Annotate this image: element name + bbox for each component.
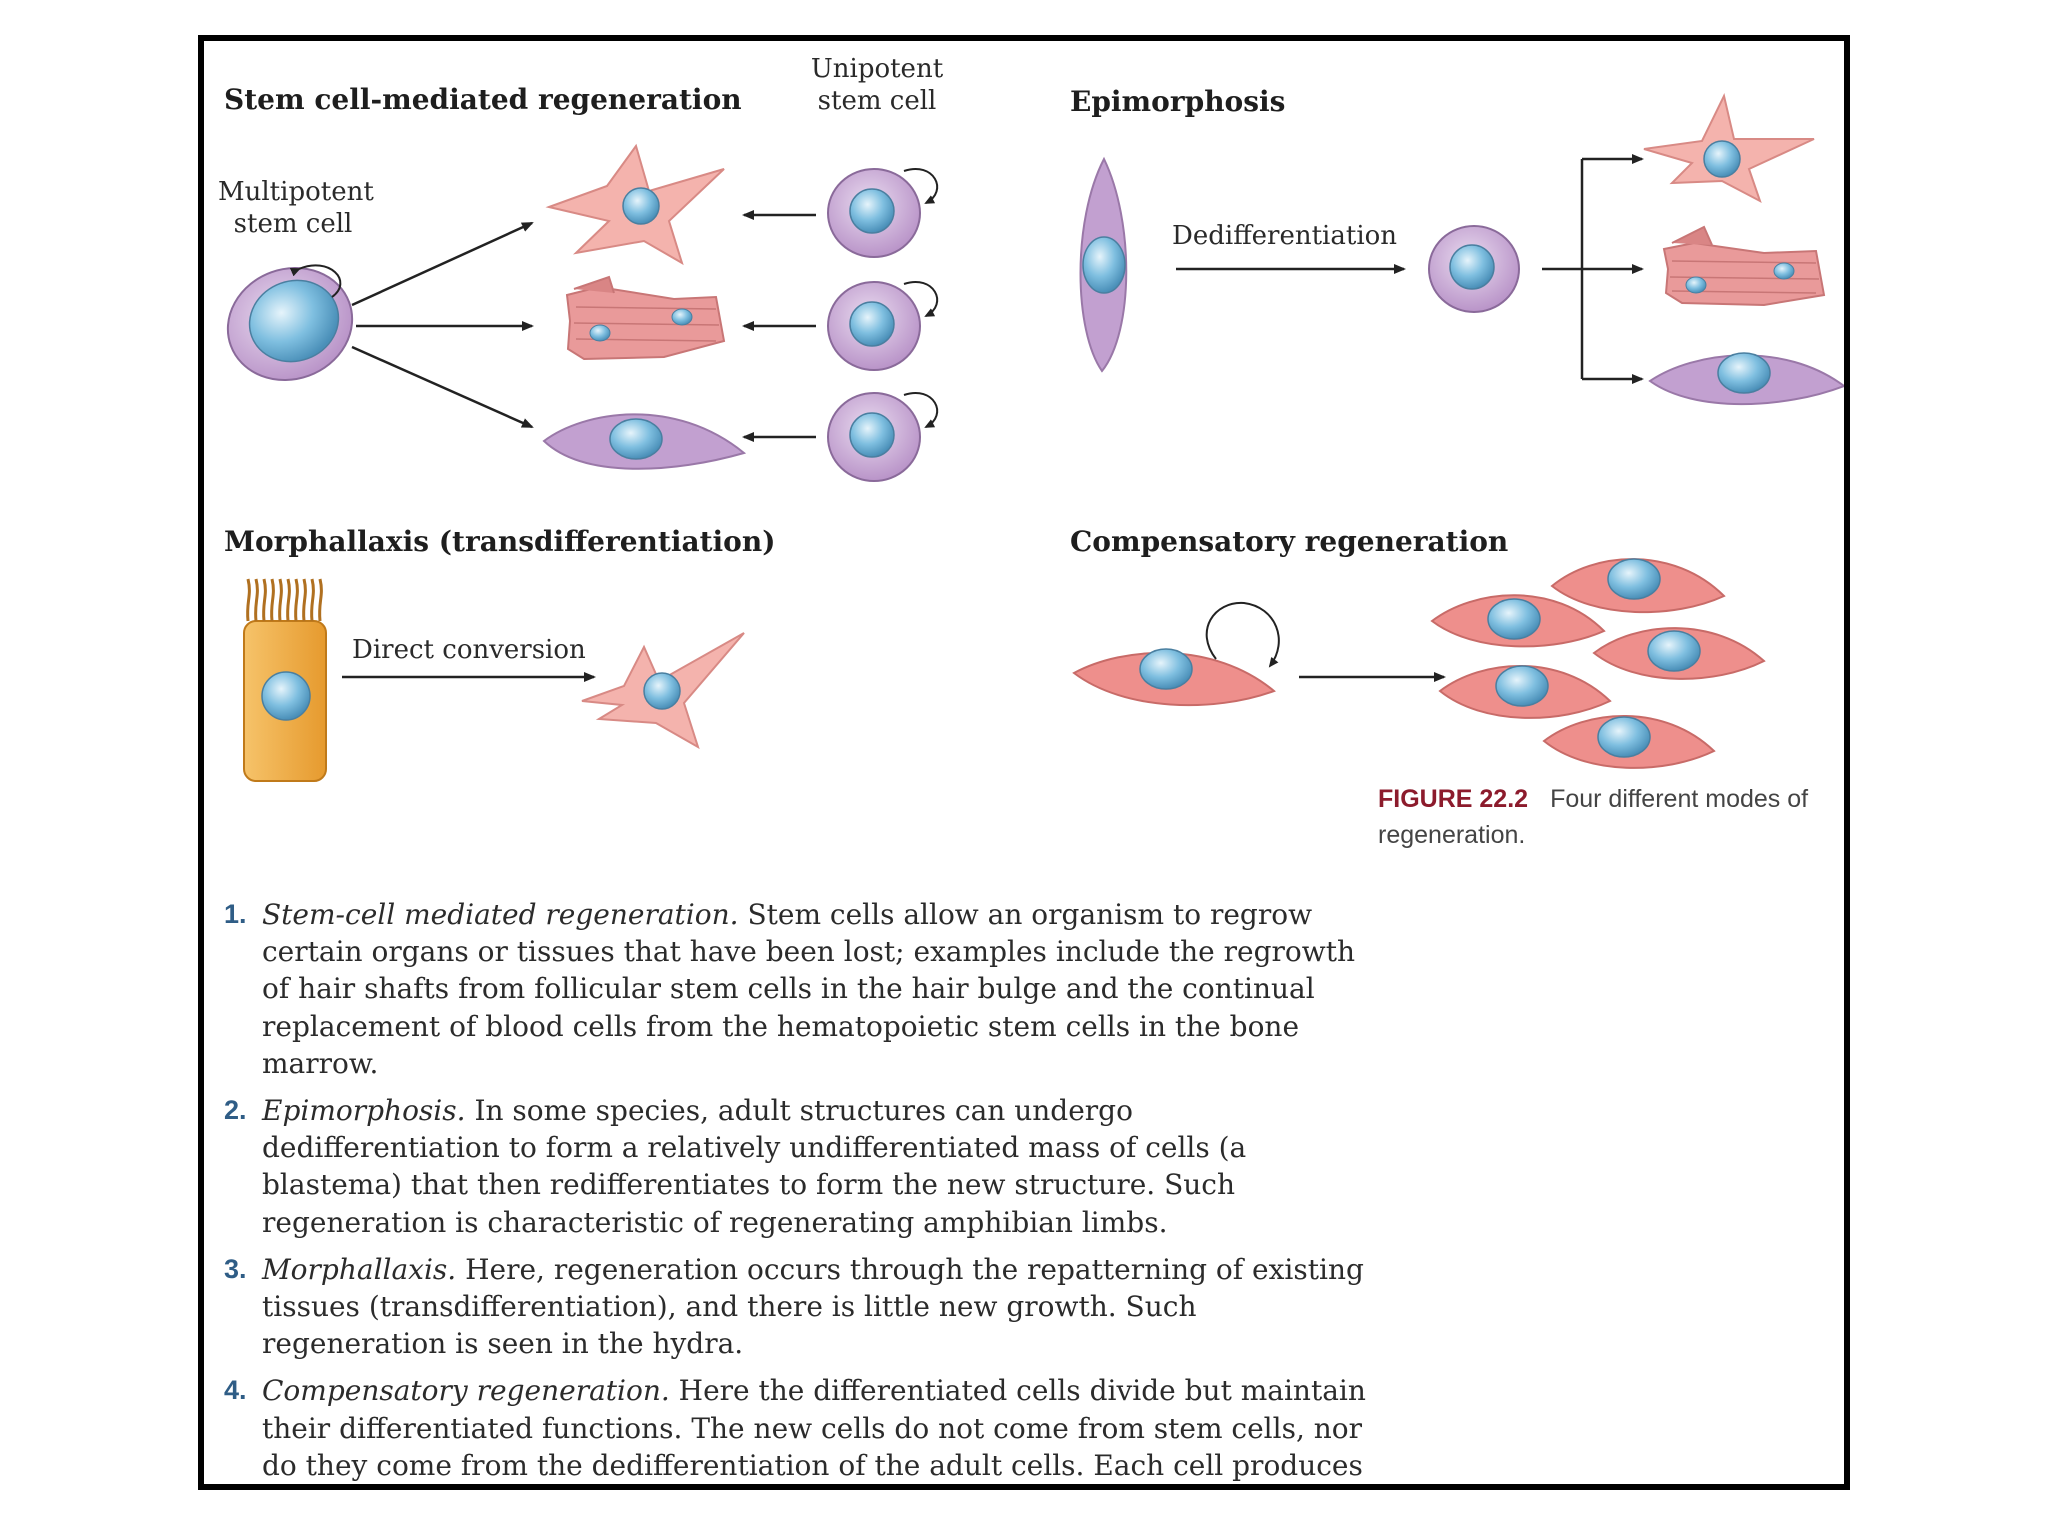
multipotent-stem-cell <box>226 264 354 381</box>
unipotent-return-arrows <box>742 210 816 442</box>
list-item: 4. Compensatory regeneration. Here the d… <box>224 1372 1374 1484</box>
muscle-cell-1 <box>565 275 726 361</box>
item-number: 1. <box>224 899 247 929</box>
unipotent-stem-cell-1 <box>827 168 939 258</box>
neuron-like-cell-2 <box>1643 93 1815 204</box>
liver-cell <box>1592 627 1766 680</box>
stem-cell-panel-title: Stem cell-mediated regeneration <box>224 83 742 116</box>
differentiated-spindle-cell <box>1079 156 1128 373</box>
fibroblast-like-cell-1 <box>542 413 747 470</box>
liver-cell-cluster <box>1430 558 1766 769</box>
item-term: Compensatory regeneration. <box>262 1374 670 1408</box>
stem-differentiation-arrows <box>351 221 534 429</box>
dividing-liver-cell <box>1072 601 1280 707</box>
muscle-cell-2 <box>1662 225 1826 307</box>
item-number: 4. <box>224 1375 247 1406</box>
multipotent-label-line-2: stem cell <box>233 209 353 239</box>
multipotent-label-line-1: Multipotent <box>218 177 374 207</box>
figure-number: FIGURE 22.2 <box>1378 785 1529 813</box>
morphallaxis-panel-title: Morphallaxis (transdifferentiation) <box>224 525 776 558</box>
direct-conversion-label: Direct conversion <box>352 635 586 665</box>
item-number: 2. <box>224 1095 247 1126</box>
unipotent-stem-cell-2 <box>827 281 939 371</box>
unipotent-label-line-2: stem cell <box>817 86 937 116</box>
liver-cell <box>1542 715 1716 769</box>
figure-frame: Stem cell-mediated regeneration Multipot… <box>198 35 1850 1490</box>
regeneration-diagram <box>226 93 1844 782</box>
item-text: Stem cells allow an organism to regrow c… <box>262 898 1356 1080</box>
compensatory-panel-title: Compensatory regeneration <box>1070 525 1509 558</box>
unipotent-label: Unipotent stem cell <box>802 53 952 117</box>
list-item: 1. Stem-cell mediated regeneration. Stem… <box>224 896 1374 1082</box>
liver-cell <box>1438 665 1612 719</box>
item-term: Epimorphosis. <box>262 1094 466 1128</box>
unipotent-label-line-1: Unipotent <box>810 54 944 84</box>
liver-cell <box>1550 558 1726 614</box>
epimorphosis-panel-title: Epimorphosis <box>1070 85 1286 118</box>
neuron-like-cell-1 <box>545 143 725 266</box>
caption-text: Four different modes of regeneration. <box>1378 785 1809 849</box>
blastema-cell <box>1428 225 1520 313</box>
regeneration-modes-list: 1. Stem-cell mediated regeneration. Stem… <box>224 896 1374 1484</box>
fibroblast-like-cell-2 <box>1648 352 1844 406</box>
item-text: Here, regeneration occurs through the re… <box>262 1252 1364 1361</box>
list-item: 2. Epimorphosis. In some species, adult … <box>224 1092 1374 1241</box>
epithelial-cell <box>243 578 327 782</box>
item-term: Stem-cell mediated regeneration. <box>262 898 739 931</box>
unipotent-stem-cell-3 <box>827 392 939 482</box>
item-term: Morphallaxis. <box>262 1252 457 1286</box>
item-number: 3. <box>224 1253 247 1284</box>
redifferentiation-arrows <box>1542 154 1644 384</box>
item-text: Here the differentiated cells divide but… <box>262 1374 1366 1482</box>
list-item: 3. Morphallaxis. Here, regeneration occu… <box>224 1251 1374 1363</box>
dedifferentiation-label: Dedifferentiation <box>1172 221 1398 251</box>
neuron-like-cell-3 <box>581 632 745 750</box>
liver-cell <box>1430 594 1606 648</box>
multipotent-label: Multipotent stem cell <box>218 176 374 240</box>
item-text: In some species, adult structures can un… <box>262 1094 1247 1239</box>
